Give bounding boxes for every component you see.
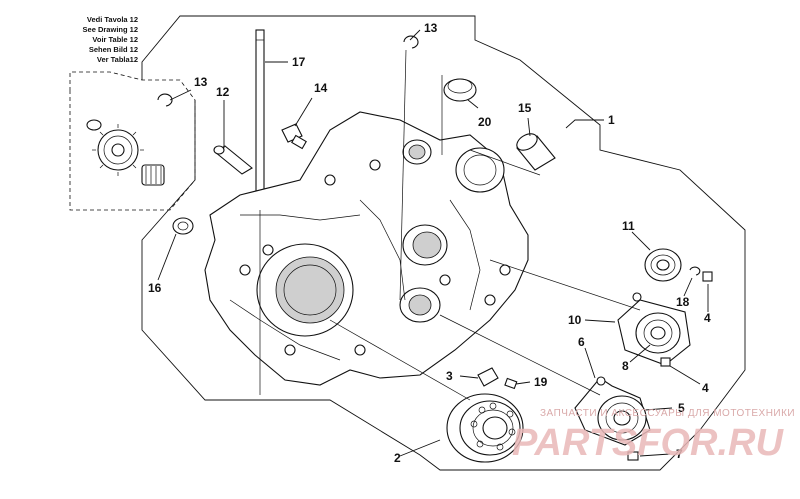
reference-note: Vedi Tavola 12 See Drawing 12 Voir Table… xyxy=(83,15,138,64)
main-bearing-2 xyxy=(446,393,524,463)
watermark: ЗАПЧАСТИ И АКСЕССУАРЫ ДЛЯ МОТОТЕХНИКИ PA… xyxy=(512,408,795,464)
bearing-plate-8 xyxy=(574,376,651,446)
callout-4-lower: 4 xyxy=(702,381,709,395)
reference-note-line: Sehen Bild 12 xyxy=(89,45,138,54)
sensor-14 xyxy=(281,123,307,150)
screw-7 xyxy=(627,451,639,461)
callout-20: 20 xyxy=(478,115,492,129)
callout-18: 18 xyxy=(676,295,690,309)
callout-6: 6 xyxy=(578,335,585,349)
callout-13-left: 13 xyxy=(194,75,208,89)
screw-19 xyxy=(504,377,518,390)
callout-13-top: 13 xyxy=(424,21,438,35)
callout-1: 1 xyxy=(608,113,615,127)
callout-4-upper: 4 xyxy=(704,311,711,325)
bearing-11 xyxy=(644,248,682,282)
watermark-brand: PARTSFOR.RU xyxy=(512,422,784,464)
callout-11: 11 xyxy=(622,219,635,233)
plate-3 xyxy=(477,367,499,387)
watermark-subtitle: ЗАПЧАСТИ И АКСЕССУАРЫ ДЛЯ МОТОТЕХНИКИ xyxy=(540,408,795,419)
callout-2: 2 xyxy=(394,451,401,465)
callout-3: 3 xyxy=(446,369,453,383)
callout-14: 14 xyxy=(314,81,328,95)
callout-7: 7 xyxy=(676,447,683,461)
screw-18 xyxy=(689,266,701,276)
bearing-plate-10 xyxy=(617,292,691,366)
callout-8: 8 xyxy=(622,359,629,373)
gear-assembly xyxy=(86,119,165,186)
reference-box xyxy=(69,71,196,211)
callouts: 1 2 3 4 4 5 6 7 8 10 11 12 13 13 14 15 1… xyxy=(148,21,711,465)
circlip-13-left xyxy=(157,93,173,107)
screw-4-lower xyxy=(660,357,671,367)
circlip-13-top xyxy=(403,35,419,49)
leader-lines xyxy=(157,29,709,457)
reference-note-line: Voir Table 12 xyxy=(92,35,138,44)
callout-16: 16 xyxy=(148,281,162,295)
callout-12: 12 xyxy=(216,85,230,99)
crankcase xyxy=(204,111,529,386)
callout-5: 5 xyxy=(678,401,685,415)
group-frame xyxy=(141,15,746,471)
dowel-pin-12 xyxy=(213,145,253,175)
screw-4-upper xyxy=(702,271,713,282)
bushing-16 xyxy=(172,217,194,235)
reference-note-line: Ver Tabla12 xyxy=(97,55,138,64)
stud-17 xyxy=(255,29,265,211)
callout-17: 17 xyxy=(292,55,306,69)
callout-19: 19 xyxy=(534,375,548,389)
plug-20 xyxy=(443,78,477,102)
reference-note-line: See Drawing 12 xyxy=(83,25,138,34)
callout-15: 15 xyxy=(518,101,532,115)
reference-note-line: Vedi Tavola 12 xyxy=(87,15,138,24)
bushing-15 xyxy=(516,133,556,171)
callout-10: 10 xyxy=(568,313,582,327)
